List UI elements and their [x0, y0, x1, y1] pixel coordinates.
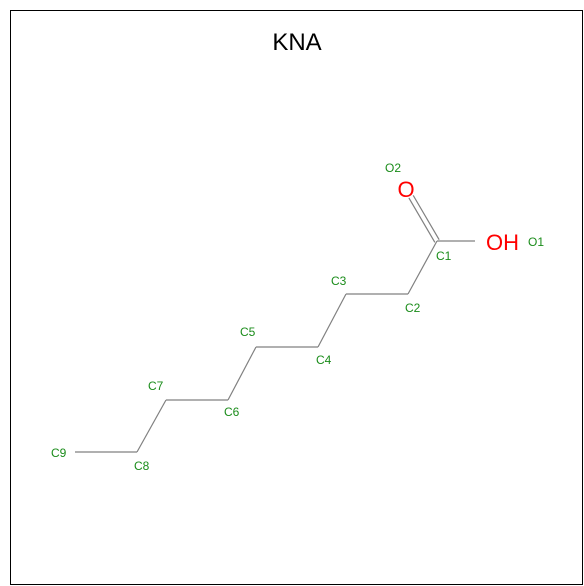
atom-label-c3: C3: [331, 274, 347, 288]
atom-symbol-o2: O: [397, 177, 414, 202]
bonds-layer: [75, 195, 475, 453]
atom-label-o2: O2: [385, 161, 401, 175]
atom-label-c2: C2: [405, 301, 421, 315]
molecule-title: KNA: [272, 29, 321, 56]
atom-label-c9: C9: [51, 446, 67, 460]
bond-c7-c8: [136, 399, 167, 453]
atom-symbols-layer: OH O: [397, 177, 519, 255]
bond-c1-o2: [408, 195, 440, 243]
bond-c1-c2: [407, 240, 438, 295]
atom-label-o1: O1: [528, 235, 544, 249]
diagram-frame: [10, 10, 583, 585]
bond-c1-o2-line-a: [412, 195, 440, 241]
bond-c3-c4-line: [317, 293, 347, 348]
atom-label-c5: C5: [240, 325, 256, 339]
atom-label-c4: C4: [316, 353, 332, 367]
atom-label-c7: C7: [148, 379, 164, 393]
bond-c5-c6: [227, 346, 257, 401]
bond-c3-c4: [317, 293, 347, 348]
bond-c1-o2-line-b: [408, 197, 436, 243]
bond-c5-c6-line: [227, 346, 257, 401]
atom-label-c6: C6: [224, 405, 240, 419]
bond-c7-c8-line: [136, 399, 167, 453]
bond-c1-c2-line: [407, 240, 438, 295]
atom-label-c8: C8: [134, 459, 150, 473]
atom-symbol-o1: OH: [486, 230, 519, 255]
atom-label-c1: C1: [436, 249, 452, 263]
